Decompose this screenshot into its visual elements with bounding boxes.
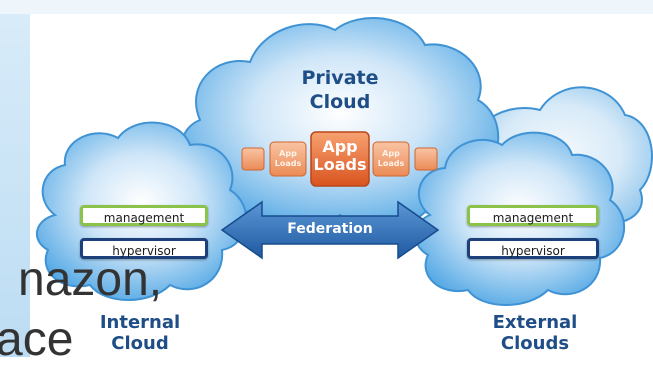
private-cloud-title-line2: Cloud <box>309 91 371 113</box>
app-load-main-label: App Loads <box>313 137 367 174</box>
external-hypervisor-box: hypervisor <box>467 238 599 259</box>
app-load-small-left <box>269 141 307 177</box>
private-cloud-title: Private Cloud <box>285 66 395 114</box>
external-management-box: management <box>467 205 599 226</box>
slide-top-band <box>0 0 653 14</box>
slide-edge-band <box>0 0 30 357</box>
app-load-tiny-left <box>241 147 265 171</box>
background-text-line2: ace <box>0 313 74 366</box>
federation-arrow <box>220 200 440 260</box>
federation-label: Federation <box>287 221 373 237</box>
background-text-line1: nazon, <box>18 253 163 306</box>
internal-management-box: management <box>80 205 208 226</box>
app-load-tiny-right <box>414 147 438 171</box>
private-cloud-title-line1: Private <box>301 67 379 89</box>
external-cloud-title: External Clouds <box>492 312 578 354</box>
internal-cloud-title: Internal Cloud <box>99 312 181 354</box>
app-load-small-right <box>372 141 410 177</box>
app-load-main <box>310 131 370 187</box>
internal-hypervisor-box: hypervisor <box>80 238 208 259</box>
diagram-graphics <box>0 0 653 357</box>
app-load-small-right-label: App Loads <box>377 149 405 168</box>
app-loads-group <box>241 131 438 187</box>
app-load-small-left-label: App Loads <box>274 149 302 168</box>
